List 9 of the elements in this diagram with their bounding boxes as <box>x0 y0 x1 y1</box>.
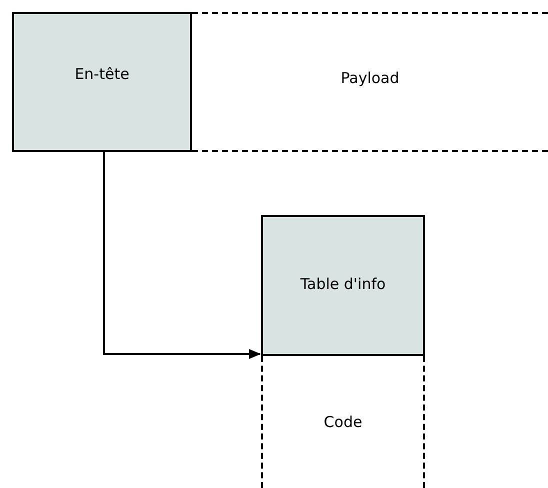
payload-region <box>192 12 548 152</box>
block-label: Payload <box>340 69 400 87</box>
header-block <box>12 12 192 152</box>
block-label: Code <box>324 413 362 431</box>
code-region <box>261 356 425 488</box>
block-label: En-tête <box>74 65 130 83</box>
block-label: Table d'info <box>300 274 386 292</box>
arrow <box>103 152 261 359</box>
info-table-block <box>261 215 425 356</box>
